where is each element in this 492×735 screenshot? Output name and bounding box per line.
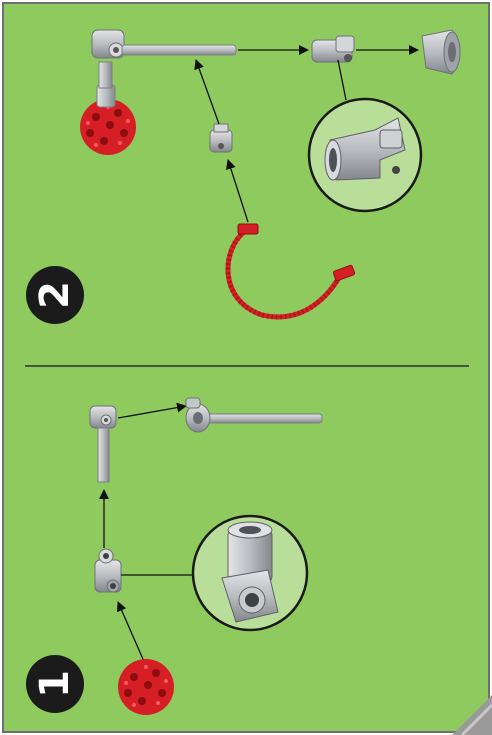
rod-part-icon — [122, 45, 236, 55]
step-2-badge: 2 — [26, 266, 84, 324]
pulley-cap-icon — [422, 30, 460, 74]
zoom-detail-circle — [193, 516, 307, 630]
rod-part-icon — [98, 428, 109, 482]
connector-part-icon — [312, 36, 354, 62]
hand-grip-icon — [118, 659, 174, 715]
zoom-detail-circle — [309, 99, 421, 211]
step-1-badge: 1 — [26, 655, 84, 713]
connector-part-icon — [90, 406, 116, 428]
connector-part-icon — [92, 30, 124, 58]
